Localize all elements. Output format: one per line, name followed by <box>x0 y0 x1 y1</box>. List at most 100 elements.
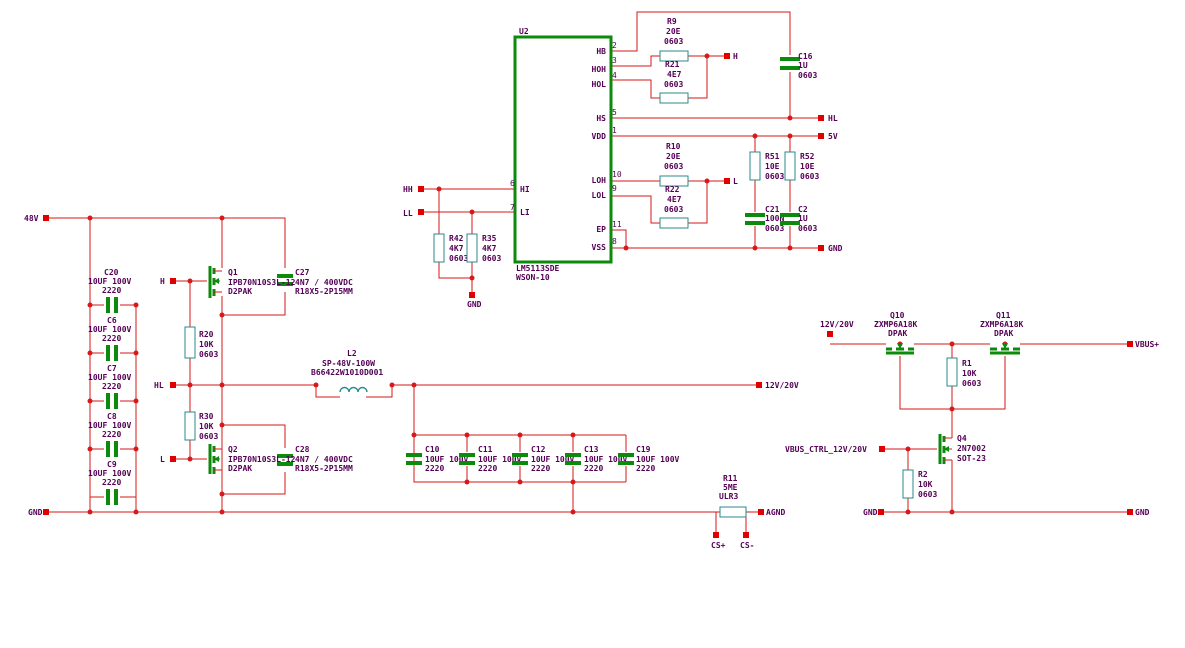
capacitor-c2[interactable]: C2 1U 0603 <box>780 205 817 233</box>
pin-name: LOL <box>592 191 607 200</box>
net-port-marker[interactable] <box>1127 509 1133 515</box>
net-label-gnd-vbus-left: GND <box>863 508 878 517</box>
net-port-marker[interactable] <box>818 115 824 121</box>
capacitor-c10[interactable]: C10 10UF 100V 2220 <box>406 445 469 473</box>
resistor-r2[interactable]: R2 10K 0603 <box>902 469 937 499</box>
resistor-package: 0603 <box>918 490 937 499</box>
mosfet-ref: Q11 <box>996 311 1011 320</box>
net-port-marker[interactable] <box>418 186 424 192</box>
pin-num: 5 <box>612 108 617 117</box>
net-label-cs-minus: CS- <box>740 541 754 550</box>
resistor-ref: R10 <box>666 142 681 151</box>
mosfet-q10[interactable]: Q10 ZXMP6A18K DPAK <box>874 311 918 355</box>
net-port-marker[interactable] <box>743 532 749 538</box>
capacitor-c16[interactable]: C16 1U 0603 <box>780 52 817 80</box>
mosfet-part: 2N7002 <box>957 444 986 453</box>
resistor-value: 5ME <box>723 483 738 492</box>
resistor-r11[interactable]: R11 5ME ULR3 <box>719 474 747 518</box>
capacitor-ref: C21 <box>765 205 780 214</box>
capacitor-value: 10UF 100V <box>88 277 132 286</box>
capacitor-ref: C12 <box>531 445 546 454</box>
net-port-marker[interactable] <box>879 446 885 452</box>
net-port-marker[interactable] <box>818 245 824 251</box>
pin-name: HB <box>596 47 606 56</box>
capacitor-ref: C2 <box>798 205 808 214</box>
pin-num: 7 <box>510 203 515 212</box>
net-port-marker[interactable] <box>818 133 824 139</box>
capacitor-package: 0603 <box>798 224 817 233</box>
capacitor-c8[interactable]: C8 10UF 100V 2220 <box>88 412 132 457</box>
net-port-marker[interactable] <box>170 382 176 388</box>
resistor-r30[interactable]: R30 10K 0603 <box>184 411 218 441</box>
net-label-48v: 48V <box>24 214 39 223</box>
ic-ref: U2 <box>519 27 529 36</box>
net-port-marker[interactable] <box>43 215 49 221</box>
capacitor-c11[interactable]: C11 10UF 100V 2220 <box>459 445 522 473</box>
resistor-r1[interactable]: R1 10K 0603 <box>946 357 981 388</box>
mosfet-q11[interactable]: Q11 ZXMP6A18K DPAK <box>980 311 1024 355</box>
capacitor-c27[interactable]: C27 4N7 / 400VDC R18X5-2P15MM <box>277 268 353 296</box>
resistor-r9[interactable]: R9 20E 0603 <box>659 17 689 62</box>
net-port-marker[interactable] <box>1127 341 1133 347</box>
resistor-r10[interactable]: R10 20E 0603 <box>659 142 689 187</box>
inductor-ref: L2 <box>347 349 357 358</box>
resistor-r52[interactable]: R52 10E 0603 <box>784 151 819 181</box>
capacitor-c13[interactable]: C13 10UF 100V 2220 <box>565 445 628 473</box>
net-label-h-gate: H <box>160 277 165 286</box>
wires <box>45 11 1130 535</box>
capacitor-value: 10UF 100V <box>584 455 628 464</box>
capacitor-c20[interactable]: C20 10UF 100V 2220 <box>88 268 132 313</box>
net-port-marker[interactable] <box>724 53 730 59</box>
pin-num: 2 <box>612 41 617 50</box>
capacitor-c28[interactable]: C28 4N7 / 400VDC R18X5-2P15MM <box>277 445 353 473</box>
net-port-marker[interactable] <box>758 509 764 515</box>
resistor-r21[interactable]: R21 4E7 0603 <box>659 60 689 104</box>
net-port-marker[interactable] <box>827 331 833 337</box>
resistor-ref: R51 <box>765 152 780 161</box>
capacitor-c21[interactable]: C21 100N 0603 <box>745 205 784 233</box>
net-label-hl-mid: HL <box>154 381 164 390</box>
net-label-vbus-ctrl: VBUS_CTRL_12V/20V <box>785 445 867 454</box>
capacitor-c9[interactable]: C9 10UF 100V 2220 <box>88 460 132 505</box>
pin-num: 4 <box>612 71 617 80</box>
resistor-ref: R30 <box>199 412 214 421</box>
capacitor-package: 2220 <box>425 464 444 473</box>
pin-name: EP <box>596 225 606 234</box>
capacitor-value: 10UF 100V <box>88 469 132 478</box>
net-port-marker[interactable] <box>724 178 730 184</box>
capacitor-c6[interactable]: C6 10UF 100V 2220 <box>88 316 132 361</box>
capacitor-c12[interactable]: C12 10UF 100V 2220 <box>512 445 575 473</box>
net-port-marker[interactable] <box>170 456 176 462</box>
net-port-marker[interactable] <box>170 278 176 284</box>
inductor-l2[interactable]: L2 SP-48V-100W B66422W1010D001 <box>311 349 383 393</box>
capacitor-package: 2220 <box>102 382 121 391</box>
resistor-value: 10K <box>199 422 214 431</box>
resistor-r35[interactable]: R35 4K7 0603 <box>466 233 501 263</box>
pin-name: VDD <box>592 132 607 141</box>
mosfet-ref: Q4 <box>957 434 967 443</box>
ic-u2[interactable]: U2 LM5113SDE WSON-10 2 HB 3 HOH 4 HOL 5 … <box>510 27 622 282</box>
mosfet-q1[interactable]: Q1 IPB70N10S3L-12 D2PAK <box>208 266 296 298</box>
net-port-marker[interactable] <box>418 209 424 215</box>
mosfet-q4[interactable]: Q4 2N7002 SOT-23 <box>938 432 986 470</box>
resistor-r42[interactable]: R42 4K7 0603 <box>433 233 468 263</box>
net-port-marker[interactable] <box>878 509 884 515</box>
resistor-value: 4K7 <box>482 244 497 253</box>
capacitor-c7[interactable]: C7 10UF 100V 2220 <box>88 364 132 409</box>
capacitor-ref: C9 <box>107 460 117 469</box>
capacitor-ref: C11 <box>478 445 493 454</box>
capacitor-package: 2220 <box>102 334 121 343</box>
resistor-r20[interactable]: R20 10K 0603 <box>184 326 218 359</box>
net-port-marker[interactable] <box>43 509 49 515</box>
resistor-r22[interactable]: R22 4E7 0603 <box>659 185 689 229</box>
net-port-marker[interactable] <box>469 292 475 298</box>
capacitor-c19[interactable]: C19 10UF 100V 2220 <box>618 445 680 473</box>
net-port-marker[interactable] <box>713 532 719 538</box>
resistor-r51[interactable]: R51 10E 0603 <box>749 151 784 181</box>
pin-name: HOH <box>592 65 607 74</box>
mosfet-q2[interactable]: Q2 IPB70N10S3L-12 D2PAK <box>208 444 296 474</box>
net-port-marker[interactable] <box>756 382 762 388</box>
mosfet-part: IPB70N10S3L-12 <box>228 278 296 287</box>
resistor-ref: R11 <box>723 474 738 483</box>
resistor-value: 10E <box>800 162 815 171</box>
